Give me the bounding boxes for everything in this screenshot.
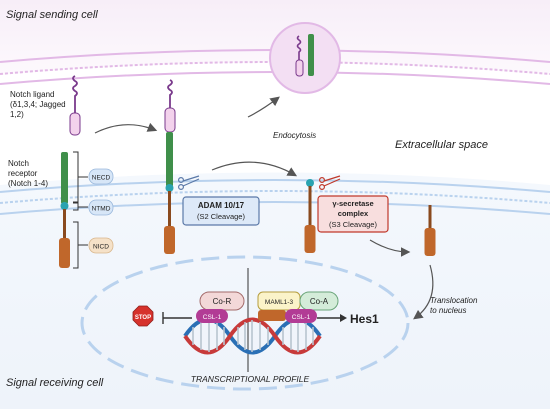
endocytosis-label: Endocytosis bbox=[273, 131, 316, 140]
domain-brackets bbox=[73, 151, 88, 269]
notch-receptor bbox=[59, 152, 70, 268]
nicd-pill: NICD bbox=[88, 237, 114, 254]
svg-text:NTMD: NTMD bbox=[92, 206, 111, 213]
activation-arrow bbox=[317, 314, 347, 322]
svg-text:γ-secretase: γ-secretase bbox=[332, 199, 373, 208]
hes1-label: Hes1 bbox=[350, 312, 379, 326]
binding-arrow bbox=[94, 122, 158, 134]
svg-text:complex: complex bbox=[338, 209, 369, 218]
ntmd-pill: NTMD bbox=[88, 199, 114, 216]
signal-sending-cell-label: Signal sending cell bbox=[6, 9, 98, 21]
translocation-label: Translocation to nucleus bbox=[430, 296, 478, 315]
csl-left-label: CSL-1 bbox=[203, 314, 222, 321]
receiving-cell-membrane bbox=[0, 179, 550, 215]
notch-ligand-label: Notch ligand (δ1,3,4; Jagged 1,2) bbox=[10, 90, 66, 119]
co-a-label: Co-A bbox=[310, 297, 329, 306]
nucleus bbox=[80, 255, 410, 391]
co-activator-complex: MAML1-3 Co-A CSL-1 bbox=[257, 291, 339, 323]
stop-sign-icon: STOP bbox=[132, 305, 154, 327]
notch-receptor-label: Notch receptor (Notch 1-4) bbox=[8, 159, 48, 188]
svg-text:(S3 Cleavage): (S3 Cleavage) bbox=[329, 220, 377, 229]
translocation-arrow bbox=[413, 264, 434, 320]
svg-text:1,2): 1,2) bbox=[10, 110, 24, 119]
s2-scissors-icon bbox=[178, 175, 200, 191]
svg-text:ADAM 10/17: ADAM 10/17 bbox=[198, 201, 245, 210]
csl-right-label: CSL-1 bbox=[292, 314, 311, 321]
endocytosis-vesicle bbox=[269, 22, 341, 94]
svg-text:Notch: Notch bbox=[8, 159, 29, 168]
svg-text:receptor: receptor bbox=[8, 169, 38, 178]
svg-text:(δ1,3,4; Jagged: (δ1,3,4; Jagged bbox=[10, 100, 66, 109]
necd-pill: NECD bbox=[88, 168, 114, 185]
transcriptional-profile-label: TRANSCRIPTIONAL PROFILE bbox=[191, 374, 310, 384]
maml-label: MAML1-3 bbox=[265, 299, 294, 306]
svg-text:NECD: NECD bbox=[92, 175, 111, 182]
gamma-secretase-box: γ-secretase complex (S3 Cleavage) bbox=[317, 195, 389, 233]
svg-text:(S2 Cleavage): (S2 Cleavage) bbox=[197, 212, 245, 221]
svg-text:Notch ligand: Notch ligand bbox=[10, 90, 54, 99]
stop-label: STOP bbox=[135, 315, 151, 321]
endocytosis-arrow bbox=[247, 96, 280, 118]
s2-to-s3-arrow bbox=[211, 161, 298, 177]
co-r-label: Co-R bbox=[213, 297, 232, 306]
signal-receiving-cell-label: Signal receiving cell bbox=[6, 377, 104, 389]
ligand-receptor-complex bbox=[164, 79, 176, 254]
adam-10-17-box: ADAM 10/17 (S2 Cleavage) bbox=[182, 196, 260, 226]
svg-text:Translocation: Translocation bbox=[430, 296, 478, 305]
cleaved-receptor bbox=[304, 179, 316, 253]
s3-to-nicd-arrow bbox=[369, 239, 411, 257]
repression-symbol bbox=[162, 312, 192, 324]
svg-text:(Notch 1-4): (Notch 1-4) bbox=[8, 179, 48, 188]
s3-scissors-icon bbox=[319, 175, 341, 191]
released-nicd bbox=[424, 205, 436, 256]
svg-text:to nucleus: to nucleus bbox=[430, 306, 466, 315]
extracellular-space-label: Extracellular space bbox=[395, 139, 488, 151]
receiving-cell-region bbox=[0, 172, 550, 409]
sending-cell-region bbox=[0, 0, 550, 75]
notch-ligand bbox=[69, 75, 81, 136]
co-repressor-complex: Co-R CSL-1 bbox=[196, 291, 245, 323]
svg-text:NICD: NICD bbox=[93, 244, 109, 251]
